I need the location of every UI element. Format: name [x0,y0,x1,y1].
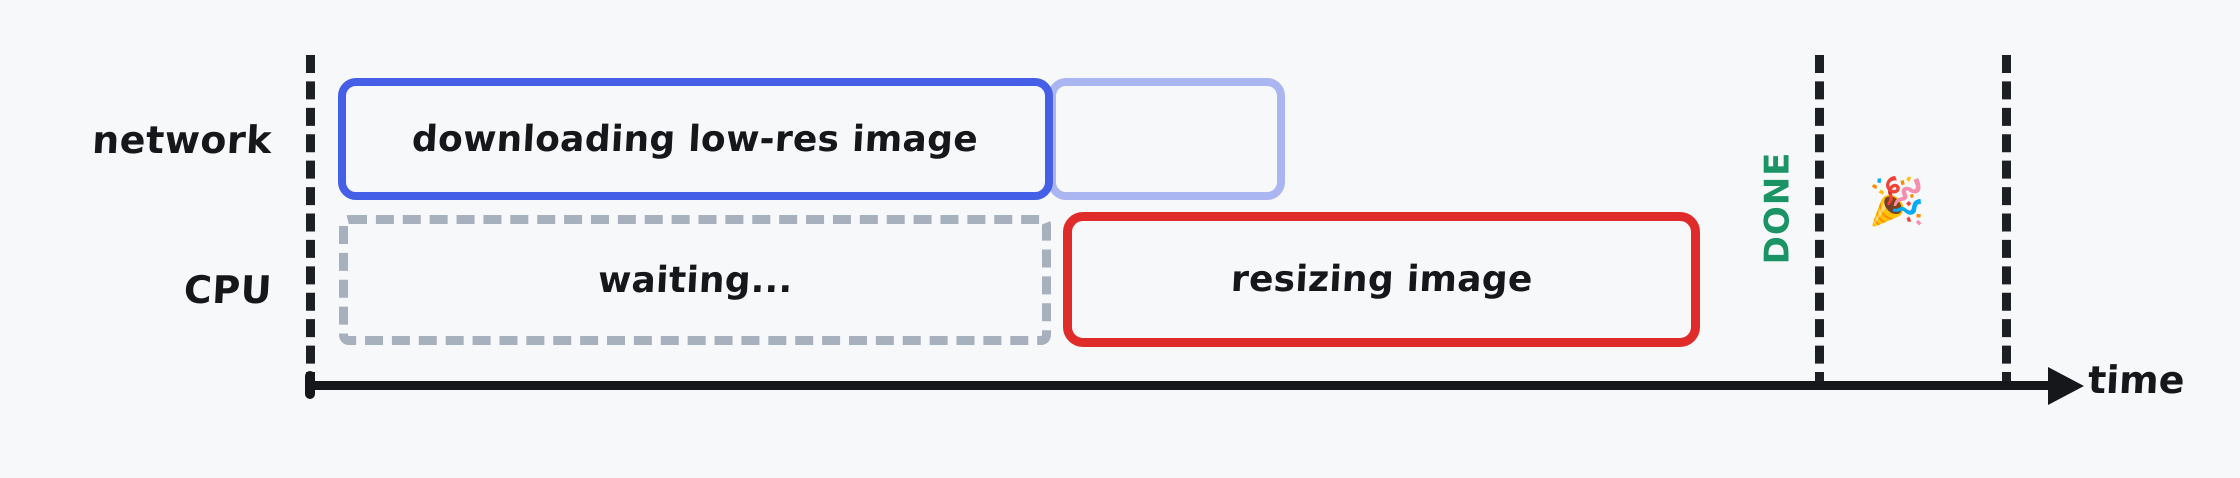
done-marker: DONE [1707,138,1847,278]
guide-line-done [1815,55,1824,390]
timeline-bar-resizing-label: resizing image [1229,259,1534,300]
timeline-bar-waiting: waiting... [339,215,1051,345]
timeline-bar-waiting-label: waiting... [596,259,794,301]
guide-line-start [306,55,315,390]
timeline-bar-network-idle [1048,78,1285,200]
guide-line-end [2002,55,2011,390]
time-axis [305,367,2112,405]
time-axis-line [306,381,2066,390]
timeline-bar-downloading-label: downloading low-res image [411,118,980,160]
timeline-bar-resizing: resizing image [1063,212,1700,347]
arrow-right-icon [2048,367,2084,405]
row-label-network: network [91,118,274,162]
timeline-bar-downloading: downloading low-res image [338,78,1053,200]
time-axis-label: time [2086,358,2186,402]
party-popper-icon: 🎉 [1868,174,1926,228]
row-label-cpu: CPU [182,268,274,312]
done-marker-label: DONE [1757,151,1797,265]
